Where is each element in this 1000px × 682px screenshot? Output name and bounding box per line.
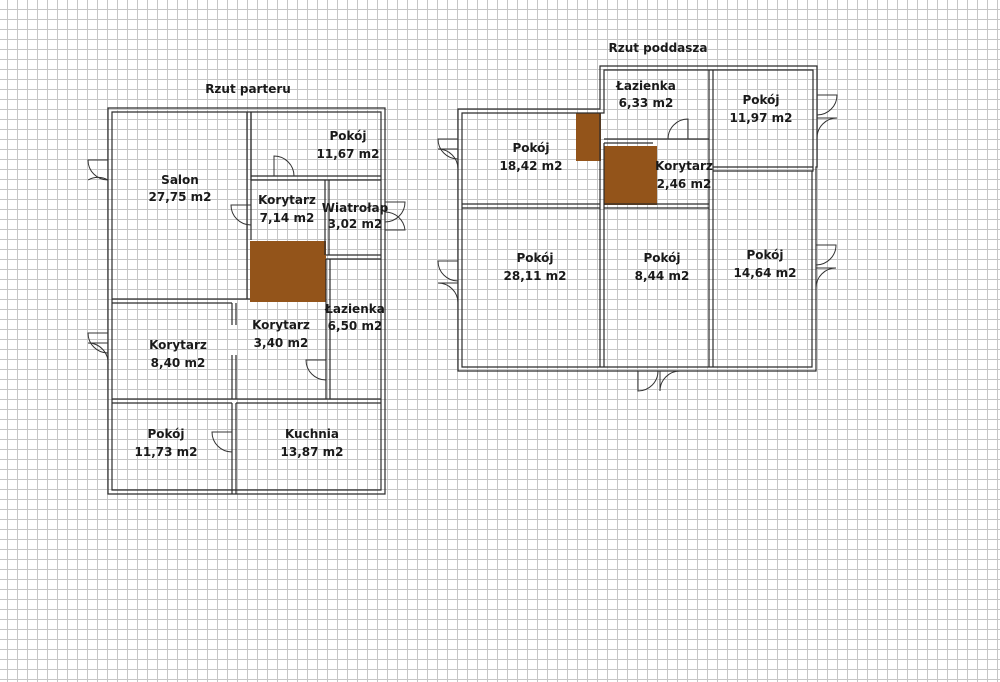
room-lazienka-1: Łazienka 6,50 m2 bbox=[324, 302, 385, 333]
stairs-attic-lower bbox=[604, 146, 657, 205]
room-name: Łazienka bbox=[324, 302, 385, 316]
room-name: Korytarz bbox=[258, 193, 316, 207]
room-korytarz-4: Korytarz 2,46 m2 bbox=[655, 159, 713, 191]
room-area: 14,64 m2 bbox=[734, 266, 797, 280]
room-name: Pokój bbox=[742, 93, 779, 107]
room-wiatrolap: Wiatrołap 3,02 m2 bbox=[322, 201, 389, 231]
attic-walls bbox=[457, 65, 818, 372]
room-name: Pokój bbox=[147, 427, 184, 441]
room-kuchnia: Kuchnia 13,87 m2 bbox=[281, 427, 344, 459]
room-area: 11,67 m2 bbox=[317, 147, 380, 161]
room-area: 18,42 m2 bbox=[500, 159, 563, 173]
room-name: Kuchnia bbox=[285, 427, 339, 441]
room-name: Pokój bbox=[643, 251, 680, 265]
room-pokoj-6: Pokój 8,44 m2 bbox=[635, 251, 690, 283]
attic-doors bbox=[437, 94, 838, 392]
room-area: 11,73 m2 bbox=[135, 445, 198, 459]
room-area: 28,11 m2 bbox=[504, 269, 567, 283]
room-area: 13,87 m2 bbox=[281, 445, 344, 459]
room-name: Korytarz bbox=[149, 338, 207, 352]
room-area: 11,97 m2 bbox=[730, 111, 793, 125]
room-name: Pokój bbox=[746, 248, 783, 262]
room-salon: Salon 27,75 m2 bbox=[149, 173, 212, 204]
room-area: 3,40 m2 bbox=[254, 336, 309, 350]
room-area: 8,44 m2 bbox=[635, 269, 690, 283]
ground-doors bbox=[87, 155, 406, 453]
room-name: Wiatrołap bbox=[322, 201, 389, 215]
room-name: Korytarz bbox=[252, 318, 310, 332]
room-pokoj-5: Pokój 28,11 m2 bbox=[504, 251, 567, 283]
room-pokoj-4: Pokój 18,42 m2 bbox=[500, 141, 563, 173]
ground-floor-plan: Salon 27,75 m2 Pokój 11,67 m2 Korytarz 7… bbox=[87, 107, 406, 495]
room-area: 2,46 m2 bbox=[657, 177, 712, 191]
room-pokoj-2: Pokój 11,73 m2 bbox=[135, 427, 198, 459]
room-name: Pokój bbox=[516, 251, 553, 265]
room-pokoj-3: Pokój 11,97 m2 bbox=[730, 93, 793, 125]
room-korytarz-1: Korytarz 7,14 m2 bbox=[258, 193, 316, 225]
room-area: 6,50 m2 bbox=[328, 319, 383, 333]
ground-walls bbox=[107, 107, 386, 495]
room-name: Pokój bbox=[329, 129, 366, 143]
room-pokoj-7: Pokój 14,64 m2 bbox=[734, 248, 797, 280]
room-korytarz-3: Korytarz 3,40 m2 bbox=[252, 318, 310, 350]
room-area: 27,75 m2 bbox=[149, 190, 212, 204]
room-area: 3,02 m2 bbox=[328, 217, 383, 231]
attic-floor-title: Rzut poddasza bbox=[608, 41, 707, 55]
ground-floor-title: Rzut parteru bbox=[205, 82, 291, 96]
attic-floor-plan: Łazienka 6,33 m2 Pokój 11,97 m2 Pokój 18… bbox=[437, 65, 838, 392]
room-name: Korytarz bbox=[655, 159, 713, 173]
room-name: Łazienka bbox=[615, 79, 676, 93]
room-lazienka-2: Łazienka 6,33 m2 bbox=[615, 79, 676, 110]
room-pokoj-1: Pokój 11,67 m2 bbox=[317, 129, 380, 161]
stairs-ground bbox=[250, 241, 326, 302]
room-korytarz-2: Korytarz 8,40 m2 bbox=[149, 338, 207, 370]
room-area: 6,33 m2 bbox=[619, 96, 674, 110]
room-area: 7,14 m2 bbox=[260, 211, 315, 225]
stairs-attic-upper bbox=[576, 113, 601, 161]
room-name: Salon bbox=[161, 173, 199, 187]
room-name: Pokój bbox=[512, 141, 549, 155]
room-area: 8,40 m2 bbox=[151, 356, 206, 370]
